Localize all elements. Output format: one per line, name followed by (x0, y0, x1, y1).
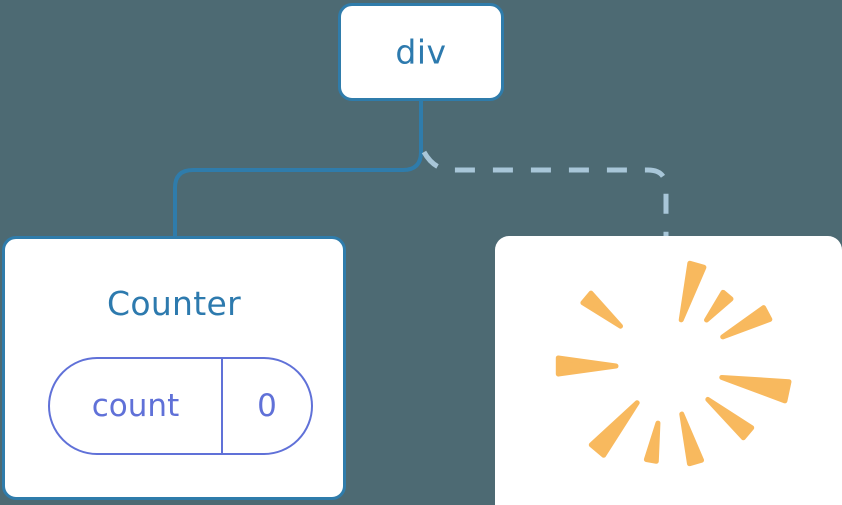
sparkle-ray-0 (678, 260, 707, 323)
sparkle-ray-7 (679, 411, 705, 467)
state-key-label: count (50, 359, 223, 453)
sparkle-ray-3 (580, 290, 624, 329)
node-counter[interactable]: Counter count 0 (2, 236, 346, 500)
sparkle-ray-5 (719, 374, 792, 404)
state-pill-count[interactable]: count 0 (48, 357, 313, 455)
node-div[interactable]: div (338, 3, 504, 101)
sparkle-ray-2 (720, 305, 773, 340)
sparkle-ray-6 (705, 396, 755, 441)
sparkle-ray-8 (588, 400, 640, 458)
sparkle-ray-1 (704, 289, 734, 323)
node-counter-label: Counter (107, 284, 241, 323)
node-div-label: div (395, 32, 447, 72)
connector-dashed-div-to-sparkle (421, 150, 669, 239)
sparkle-ray-4 (555, 355, 619, 377)
state-value-label: 0 (257, 387, 277, 424)
connector-solid-div-to-counter (173, 101, 423, 239)
node-sparkle[interactable] (495, 236, 842, 505)
sparkle-burst-icon (555, 260, 792, 467)
sparkle-ray-9 (643, 420, 661, 464)
